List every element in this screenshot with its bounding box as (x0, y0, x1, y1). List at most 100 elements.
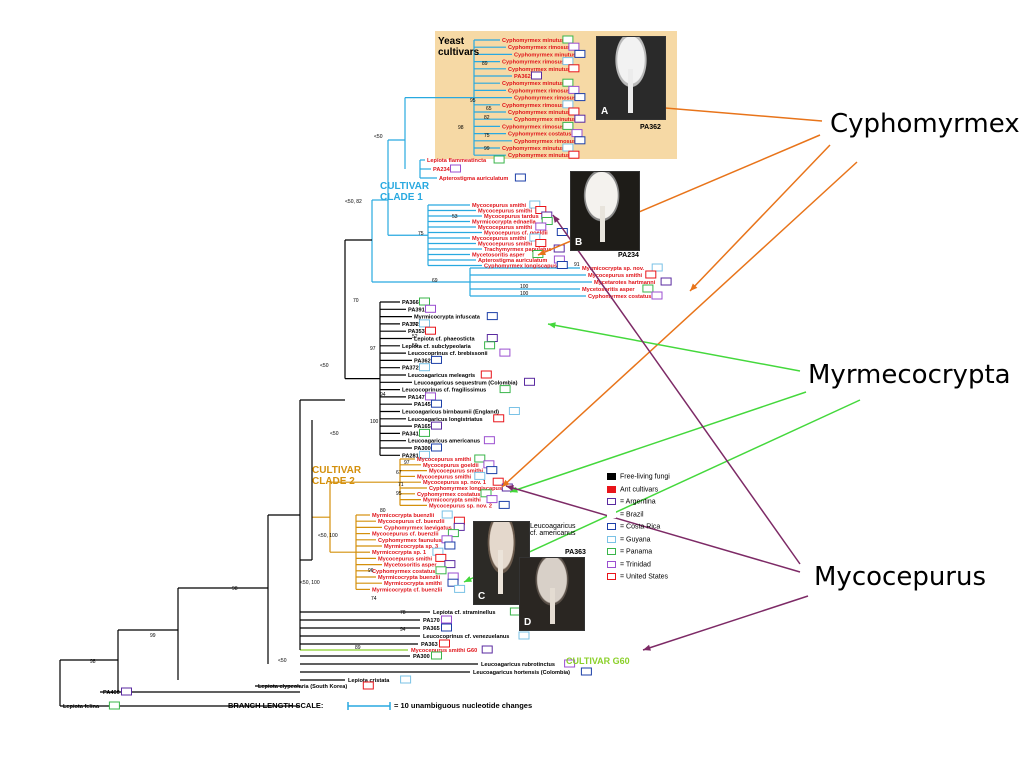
free-living-tip-label: Lepiota cf. phaeosticta (414, 337, 475, 343)
base-tip-label: PA363 (421, 642, 438, 648)
yeast-country-tag (568, 85, 580, 94)
clade2-country-tag (441, 510, 453, 519)
clade2-country-tag (492, 477, 504, 486)
clade1-tip-label: Mycocepurus smithi (472, 236, 527, 242)
clade1-country-tag (535, 222, 547, 231)
photo-d-label: D (524, 617, 532, 628)
clade1-country-tag (651, 263, 663, 272)
clade2-country-tag (447, 529, 459, 538)
yeast-country-tag (574, 93, 586, 102)
yeast-country-tag (568, 42, 580, 51)
free-living-tip-label: PA372 (402, 366, 419, 372)
support-value: <50, 82 (345, 199, 362, 205)
yeast-country-tag (562, 57, 574, 66)
clade1-country-tag (493, 155, 505, 164)
yeast-country-tag (562, 143, 574, 152)
photo-a-label: A (601, 106, 609, 117)
base-country-tag (362, 681, 374, 690)
yeast-tip-label: Cyphomyrmex rimosus (502, 60, 564, 66)
free-living-country-tag (508, 407, 520, 415)
clade1-tip-label: Mycocepurus tardus (484, 214, 539, 220)
arrow-myrmecocrypta-3-head (464, 576, 472, 582)
free-living-tip-label: PA341 (402, 431, 419, 437)
clade1-tip-label: Apterostigma auriculatum (439, 176, 508, 182)
legend-label: = United States (620, 573, 669, 581)
photo-a-caption: PA362 (640, 124, 661, 131)
free-living-country-tag (483, 436, 495, 445)
arrow-cyphomyrmex-4 (501, 161, 858, 488)
clade2-country-tag (444, 560, 456, 569)
legend-label: = Panama (620, 548, 653, 556)
yeast-tip-label: Cyphomyrmex minutus (502, 146, 564, 152)
legend-swatch (607, 498, 616, 505)
clade1-country-tag (556, 261, 568, 269)
legend-item: = Trinidad (607, 560, 651, 568)
free-living-tip-label: Leucoagaricus americanus (408, 439, 480, 445)
callout-cyphomyrmex: Cyphomyrmex (830, 109, 1020, 139)
yeast-tip-label: Cyphomyrmex rimosus (514, 96, 576, 102)
support-value: <50, 100 (300, 580, 320, 586)
clade1-country-tag (535, 206, 547, 214)
yeast-tip-label: Cyphomyrmex costatus (508, 132, 571, 138)
arrow-cyphomyrmex-3 (689, 144, 831, 292)
free-living-tip-label: Myrmicocrypta infuscata (414, 315, 481, 321)
support-value: 54 (412, 322, 418, 328)
legend-label: = Brazil (620, 510, 644, 518)
base-country-tag (431, 651, 442, 660)
clade1-country-tag (645, 270, 657, 279)
base-tip-label: Lepiota cristata (348, 678, 390, 684)
legend-label: Free-living fungi (620, 473, 670, 481)
free-living-country-tag (499, 348, 511, 357)
yeast-country-tag (574, 114, 586, 123)
clade2-tip-label: Cyphomyrmex costatus (372, 569, 435, 575)
base-country-tag (580, 667, 592, 676)
support-value: <50 (330, 431, 339, 437)
free-living-country-tag (484, 341, 496, 350)
free-living-tip-label: Lepiota cf. subclypeolaria (402, 344, 472, 350)
base-tip-label: Leucocoprinus cf. venezuelanus (423, 634, 509, 640)
yeast-country-tag (571, 129, 583, 138)
support-value: 80 (380, 508, 386, 514)
clade1-tip-label: Mycetarotes hartmanni (594, 280, 656, 286)
legend-label: = Trinidad (620, 560, 651, 568)
free-living-tip-label: Leucocoprinus cf. brebissonii (408, 351, 488, 357)
support-value: 91 (574, 262, 580, 268)
free-living-country-tag (431, 421, 442, 430)
support-value: 67 (396, 470, 402, 476)
clade2-tip-label: Myrmicocrypta sp. 1 (372, 550, 426, 556)
clade1-tip-label: Mycetosoritis asper (582, 287, 635, 293)
callout-arrows (463, 100, 861, 651)
clade1-country-tag (529, 233, 541, 242)
clade2-tip-label: Mycocepurus smithi (417, 457, 472, 463)
yeast-tip-label: Cyphomyrmex minutus (508, 110, 570, 116)
legend-item: = Argentina (607, 498, 656, 505)
clade2-country-tag (444, 541, 456, 550)
clade2-country-tag (435, 566, 447, 575)
arrow-mycocepurus-3 (642, 595, 809, 651)
yeast-tip-label: PA362 (514, 74, 531, 80)
free-living-country-tag (425, 326, 436, 335)
free-living-country-tag (480, 370, 492, 379)
clade2-country-tag (486, 495, 498, 504)
clade2-tip-label: Mycocepurus cf. buenzlii (372, 532, 439, 538)
legend-item: = United States (607, 573, 668, 580)
yeast-tip-label: Cyphomyrmex rimosus (502, 124, 564, 130)
legend-item: = Panama (607, 548, 652, 555)
legend-item: = Costa Rica (607, 523, 660, 530)
photo-c-label: C (478, 591, 486, 602)
clade1-tip-label: Mycocepurus smithi (478, 209, 533, 215)
yeast-country-tag (562, 35, 574, 44)
yeast-tip-label: Cyphomyrmex rimosus (514, 139, 576, 145)
yeast-country-tag (568, 107, 580, 116)
yeast-country-tag (562, 121, 574, 130)
clade1-country-tag (541, 217, 553, 225)
clade1-tip-label: Apterostigma auriculatum (478, 258, 547, 264)
base-tip-label: Leucoagaricus hortensis (Colombia) (473, 670, 570, 676)
clade1-country-tag (535, 239, 547, 247)
free-living-country-tag (431, 443, 442, 452)
legend-swatch (607, 560, 616, 568)
free-living-tip-label: Leucocoprinus cf. fragilissimus (402, 388, 486, 394)
yeast-tip-label: Cyphomyrmex minutus (514, 52, 576, 58)
